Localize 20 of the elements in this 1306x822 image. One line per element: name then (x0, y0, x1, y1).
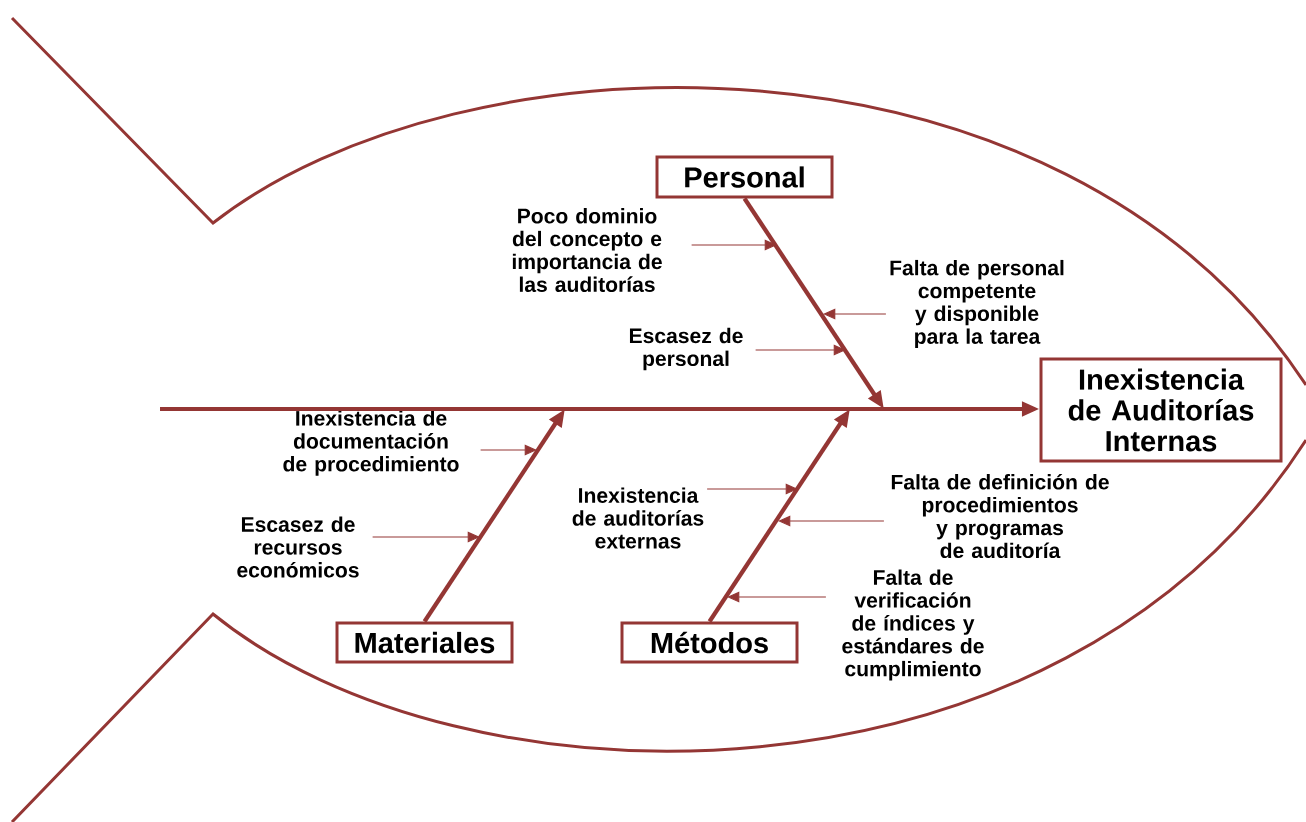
cause-label: Escasez de recursos económicos (237, 516, 359, 578)
cause-label: Falta de definición de procedimientos y programas de auditoría (891, 473, 1109, 559)
cause-arrow (480, 444, 537, 456)
category-box: Materiales (335, 621, 514, 664)
cause-arrow (727, 591, 827, 603)
cause-arrow (755, 344, 846, 356)
cause-arrow (706, 483, 798, 495)
cause-arrow (691, 239, 777, 251)
category-box: Métodos (620, 621, 799, 664)
cause-label: Falta de verificación de índices y estándares de cumplimiento (842, 569, 984, 681)
cause-label: Falta de personal competente y disponible para la tarea (890, 259, 1064, 349)
cause-arrow (823, 308, 887, 320)
cause-label: Inexistencia de documentación de procedimiento (283, 410, 459, 476)
effect-box: Inexistencia de Auditorías Internas (1039, 357, 1283, 463)
cause-arrow (372, 531, 480, 543)
cause-label: Poco dominio del concepto e importancia de las auditorías (512, 208, 662, 292)
cause-label: Escasez de personal (629, 327, 743, 371)
category-box: Personal (655, 155, 834, 199)
cause-arrow (778, 515, 885, 527)
cause-label: Inexistencia de auditorías externas (572, 487, 704, 549)
